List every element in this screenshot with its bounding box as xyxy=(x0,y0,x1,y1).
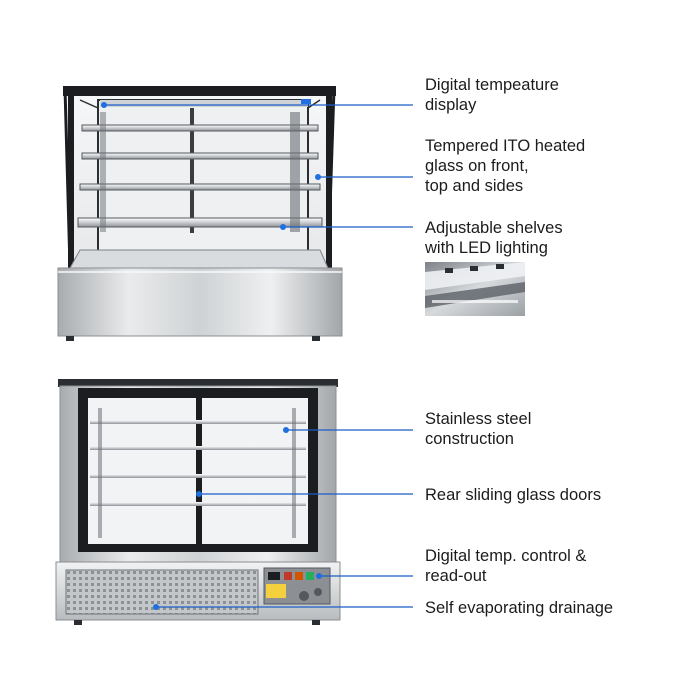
led-shelf-detail-photo xyxy=(425,262,525,316)
rear-case-roof xyxy=(58,379,338,387)
top-case-roof xyxy=(63,86,336,96)
shelf xyxy=(90,446,306,450)
callout-line: display xyxy=(425,96,477,114)
callout-line: top and sides xyxy=(425,177,524,195)
callout-line: construction xyxy=(425,430,514,448)
leader-dot xyxy=(153,604,159,610)
callout-line: Digital temp. control & xyxy=(425,547,587,565)
temperature-readout xyxy=(268,572,280,580)
top-case-inner-frame xyxy=(97,99,309,261)
callout-line: Adjustable shelves xyxy=(425,219,563,237)
right-glass-post xyxy=(326,92,332,268)
shelf xyxy=(77,217,323,228)
shelf xyxy=(79,183,321,191)
leader-dot xyxy=(280,224,286,230)
control-button xyxy=(306,572,314,580)
rear-shelves xyxy=(90,408,306,538)
rear-view-case xyxy=(55,379,341,625)
shelf xyxy=(81,124,319,132)
drain-fitting xyxy=(299,591,309,601)
foot xyxy=(312,336,320,341)
top-digital-display-strip xyxy=(100,100,308,107)
warning-sticker xyxy=(266,584,286,598)
shelf xyxy=(81,152,319,160)
shelf xyxy=(90,474,306,478)
top-case-deck xyxy=(69,249,329,269)
callout-line: Self evaporating drainage xyxy=(425,599,614,617)
callout-line: Rear sliding glass doors xyxy=(425,486,602,504)
callout-digital-temp-control: Digital temp. control & read-out xyxy=(425,546,695,586)
top-stainless-base xyxy=(57,267,343,337)
shelf xyxy=(90,420,306,424)
display-readout xyxy=(301,99,311,104)
foot xyxy=(74,620,82,625)
leader-dot xyxy=(196,491,202,497)
leader-lines xyxy=(101,102,413,610)
top-display-case xyxy=(57,86,343,341)
rear-left-sliding-door xyxy=(88,398,196,544)
callout-line: Stainless steel xyxy=(425,410,532,428)
leader-dot xyxy=(315,174,321,180)
callout-line: Digital tempeature xyxy=(425,76,559,94)
drain-fitting xyxy=(314,588,322,596)
callout-digital-temperature-display: Digital tempeature display xyxy=(425,75,695,115)
control-button xyxy=(295,572,303,580)
control-button xyxy=(284,572,292,580)
leader-dot xyxy=(283,427,289,433)
top-shelves xyxy=(77,112,323,232)
callout-line: Tempered ITO heated xyxy=(425,137,586,155)
callout-adjustable-shelves: Adjustable shelves with LED lighting xyxy=(425,218,695,258)
foot xyxy=(66,336,74,341)
callout-line: with LED lighting xyxy=(425,239,548,257)
leader-dot xyxy=(316,573,322,579)
callout-self-evaporating-drainage: Self evaporating drainage xyxy=(425,598,695,618)
callout-line: glass on front, xyxy=(425,157,529,175)
callout-stainless-steel: Stainless steel construction xyxy=(425,409,695,449)
callout-line: read-out xyxy=(425,567,487,585)
callout-tempered-glass: Tempered ITO heated glass on front, top … xyxy=(425,136,695,196)
shelf xyxy=(90,502,306,506)
foot xyxy=(312,620,320,625)
left-glass-post xyxy=(68,92,74,268)
callout-rear-sliding-doors: Rear sliding glass doors xyxy=(425,485,695,505)
center-divider xyxy=(190,108,194,233)
leader-dot xyxy=(101,102,107,108)
